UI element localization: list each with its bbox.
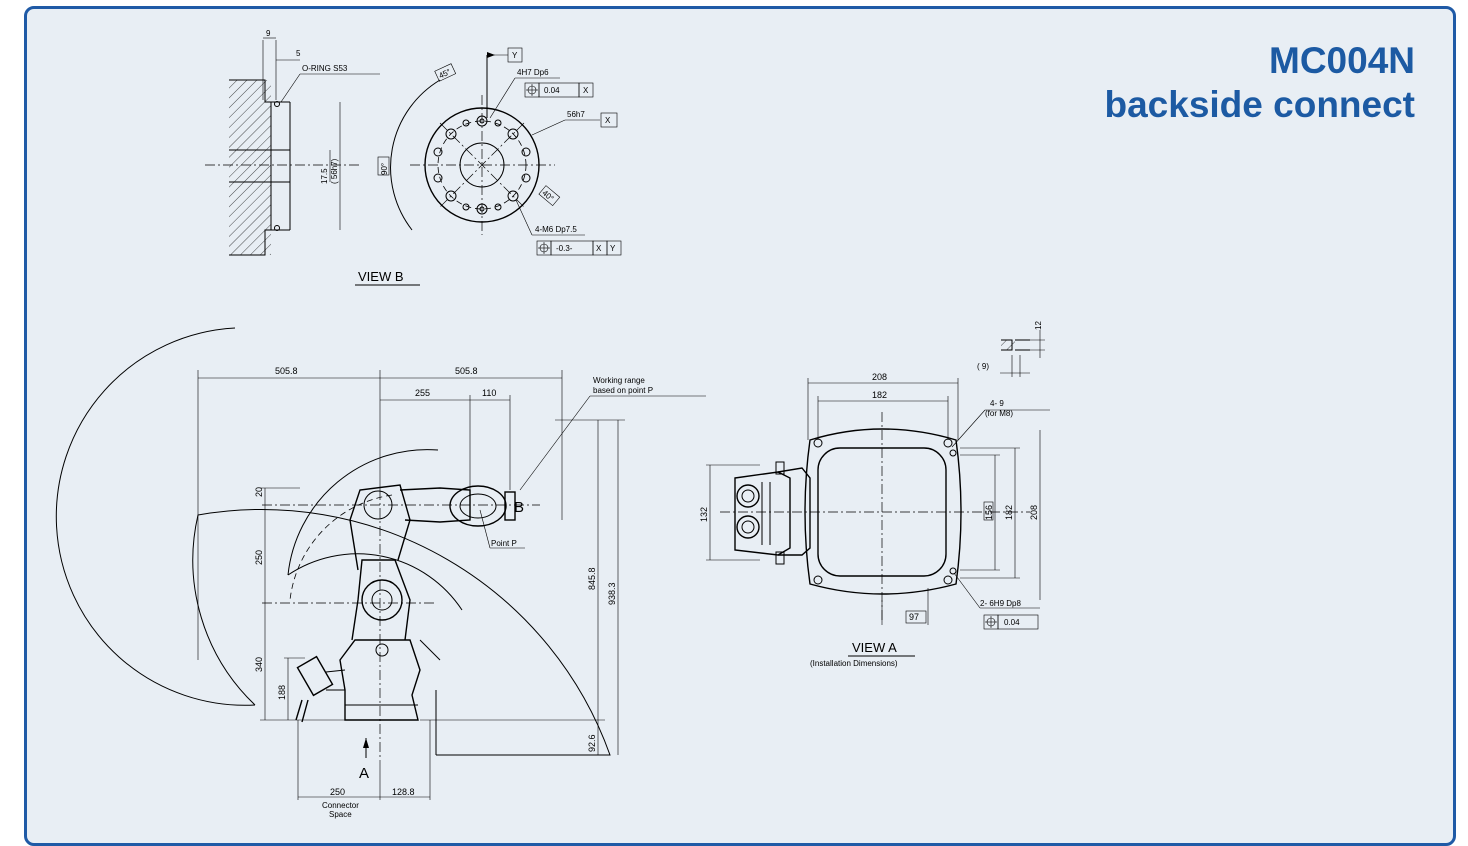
connector-space-1: Connector (322, 801, 359, 810)
view-b-label: VIEW B (358, 269, 404, 284)
label-a: A (359, 765, 369, 782)
point-p: Point P (491, 539, 517, 548)
dim-56h7: 56h7 (567, 110, 585, 119)
page-title: MC004N backside connect (1104, 39, 1415, 127)
hatched-section (229, 80, 271, 255)
working-range-1: Working range (593, 376, 645, 385)
dim-156: 156 (984, 505, 994, 520)
dim-20: 20 (254, 487, 264, 497)
dim-505-8-left: 505.8 (275, 366, 298, 376)
dim-9-paren: ( 9) (977, 362, 989, 371)
dim-255: 255 (415, 388, 430, 398)
holes-label-2: (for M8) (985, 409, 1013, 418)
dim-208-top: 208 (872, 372, 887, 382)
angle-40: 40° (540, 188, 555, 203)
view-a-label: VIEW A (852, 640, 897, 655)
pin-holes-label: 2- 6H9 Dp8 (980, 599, 1021, 608)
dim-845-8: 845.8 (587, 567, 597, 590)
oring-label: O-RING S53 (302, 64, 348, 73)
oring-bottom (274, 225, 280, 231)
dim-188: 188 (277, 685, 287, 700)
connector-space-2: Space (329, 810, 352, 819)
view-a-sublabel: (Installation Dimensions) (810, 659, 898, 668)
title-model: MC004N (1269, 40, 1415, 81)
dim-208-side: 208 (1029, 505, 1039, 520)
dim-182-top: 182 (872, 390, 887, 400)
hole-4h7: 4H7 Dp6 (517, 68, 549, 77)
connector-block (734, 461, 811, 565)
view-a: 208 182 132 156 (699, 321, 1050, 668)
dim-9: 9 (266, 29, 271, 38)
dim-17-5: 17.5 (320, 168, 329, 184)
bolt-holes (433, 115, 531, 215)
base-plate (804, 428, 962, 595)
angle-90: 90° (380, 163, 389, 175)
ref-x-b: X (583, 86, 589, 95)
oring-top (274, 101, 280, 107)
tol-004-a: 0.04 (1004, 618, 1020, 627)
holes-label-1: 4- 9 (990, 399, 1004, 408)
ref-y-m6: Y (610, 244, 616, 253)
dim-128-8: 128.8 (392, 787, 415, 797)
label-b: B (514, 499, 524, 516)
dim-340: 340 (254, 657, 264, 672)
dim-12: 12 (1034, 321, 1043, 330)
ref-x-m6: X (596, 244, 602, 253)
dim-5: 5 (296, 49, 301, 58)
dim-505-8-right: 505.8 (455, 366, 478, 376)
datum-x: X (605, 116, 611, 125)
dim-182-side: 182 (1004, 505, 1014, 520)
view-b-flange: Y 4H7 Dp6 0.04 X 56h7 X 45° 90° 40° 4-M6… (377, 47, 622, 256)
side-view: 505.8 505.8 255 110 Working range based … (55, 327, 706, 819)
dim-132: 132 (699, 507, 709, 522)
robot-arm (295, 484, 516, 723)
tol-03: -0.3- (556, 244, 573, 253)
title-subtitle: backside connect (1104, 84, 1415, 125)
dim-938-3: 938.3 (607, 582, 617, 605)
thread-m6: 4-M6 Dp7.5 (535, 225, 577, 234)
dim-110: 110 (482, 388, 496, 398)
datum-y: Y (512, 51, 518, 60)
dim-56h7-paren: ( 56h7) (330, 158, 339, 184)
dim-92-6: 92.6 (587, 734, 597, 752)
dim-97: 97 (909, 612, 919, 622)
dim-250-bottom: 250 (330, 787, 345, 797)
tol-004-b: 0.04 (544, 86, 560, 95)
dim-250: 250 (254, 550, 264, 565)
view-b-section: 9 5 O-RING S53 17.5 ( 56h7) (205, 29, 380, 256)
working-range-2: based on point P (593, 386, 653, 395)
